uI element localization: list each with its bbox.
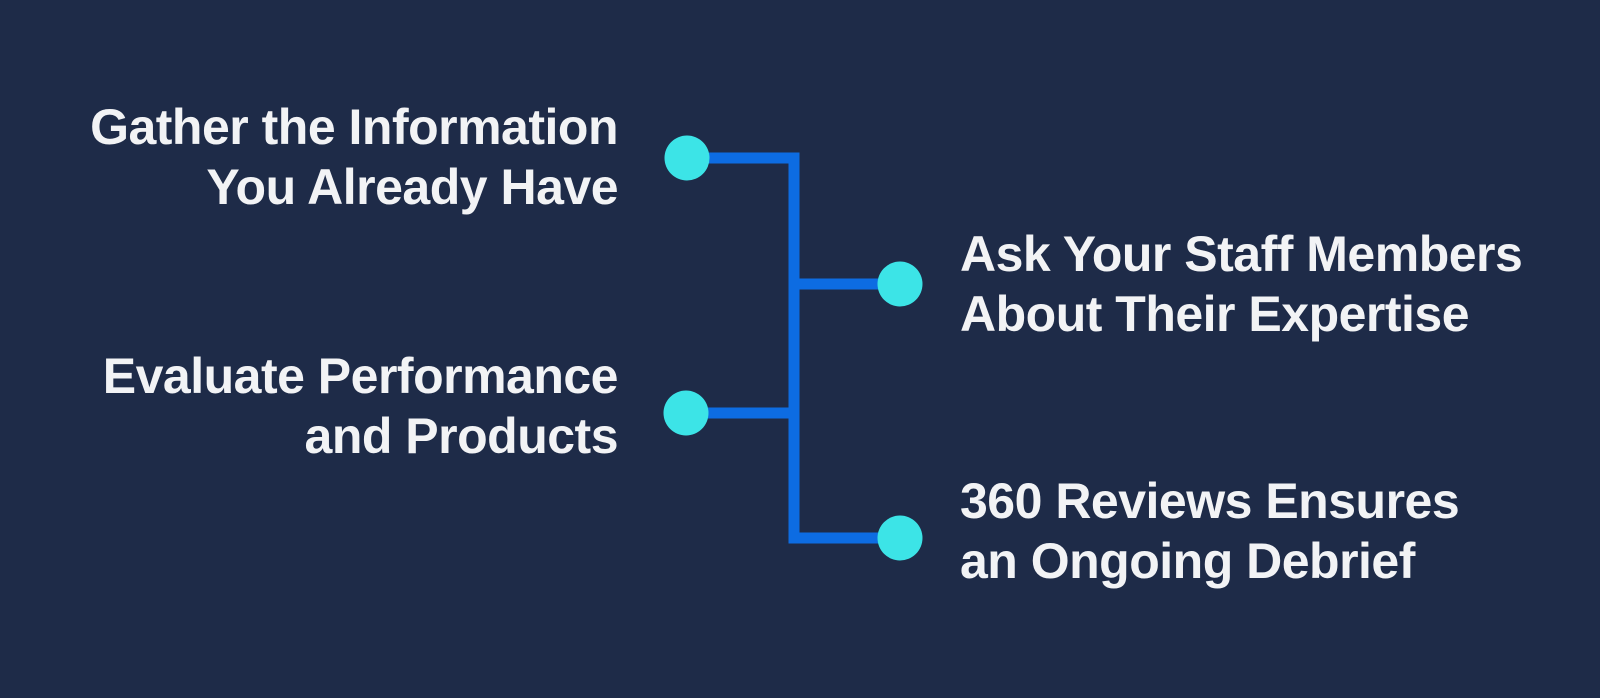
node-label-line: and Products	[304, 408, 619, 464]
node-label-ask-staff: Ask Your Staff Members About Their Exper…	[960, 224, 1523, 344]
node-label-line: Ask Your Staff Members	[960, 226, 1523, 282]
node-dot-4	[877, 515, 923, 561]
connector-spine-path	[687, 152, 900, 544]
node-label-line: About Their Expertise	[960, 286, 1470, 342]
node-dot-2	[877, 261, 923, 307]
node-label-line: an Ongoing Debrief	[960, 533, 1415, 589]
node-dot-3	[663, 390, 709, 436]
node-label-line: 360 Reviews Ensures	[960, 473, 1460, 529]
node-label-line: You Already Have	[206, 159, 618, 215]
node-label-line: Evaluate Performance	[102, 348, 619, 404]
node-label-evaluate-performance: Evaluate Performance and Products	[102, 346, 619, 466]
node-dot-1	[664, 135, 710, 181]
node-label-line: Gather the Information	[90, 99, 618, 155]
node-label-360-reviews: 360 Reviews Ensures an Ongoing Debrief	[960, 471, 1460, 591]
node-label-gather-information: Gather the Information You Already Have	[90, 97, 618, 217]
